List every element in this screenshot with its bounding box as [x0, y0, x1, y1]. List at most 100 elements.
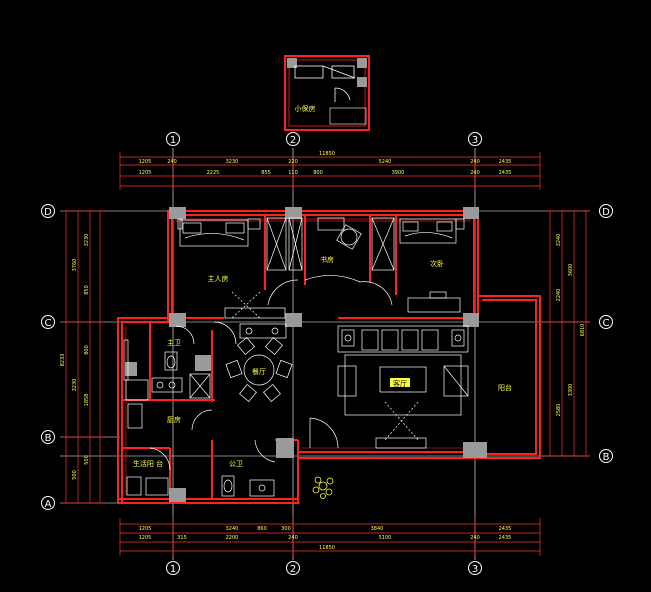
dim-bottom-r2-7: 2435: [499, 535, 512, 541]
dim-bottom-r1-2: 3240: [226, 526, 239, 532]
grid-bubble-left-a: A: [41, 496, 55, 510]
walls: [117, 210, 541, 504]
grid-bubbles-left: D C B A: [41, 204, 55, 510]
dim-left-7: 500: [84, 455, 90, 465]
grid-label-bottom-3: 3: [472, 564, 478, 575]
grid-label-bottom-2: 2: [290, 564, 296, 575]
grid-bubble-top-3: 3: [468, 132, 482, 146]
dim-top-r2-8: 2435: [499, 170, 512, 176]
room-label-master-bath: 主卫: [167, 338, 181, 347]
dim-top-r2-7: 240: [470, 170, 480, 176]
master-bath: 主卫: [123, 325, 195, 393]
grid-bubble-bottom-3: 3: [468, 561, 482, 575]
dim-left-6: 1858: [84, 394, 90, 407]
dim-top-r1-4: 220: [288, 159, 298, 165]
grid-label-bottom-1: 1: [170, 564, 176, 575]
dim-bottom-r2-3: 2200: [226, 535, 239, 541]
dim-top-r1-1: 1205: [139, 159, 152, 165]
grid-bubble-right-b: B: [599, 449, 613, 463]
room-label-balcony: 阳台: [498, 383, 512, 392]
public-bath: 公卫: [221, 417, 339, 497]
grid-bubble-left-b: B: [41, 430, 55, 444]
dim-right-outer: 6810: [580, 324, 586, 337]
dining-room: 餐厅: [213, 321, 293, 402]
master-bedroom: 主人房: [177, 217, 303, 319]
room-label-maid: 小保房: [295, 104, 316, 113]
maid-room: 小保房: [284, 55, 370, 131]
study-room: 书房: [304, 217, 393, 306]
dim-bottom-total: 11850: [319, 545, 335, 551]
grid-bubble-top-1: 1: [166, 132, 180, 146]
dim-top-r2-5: 800: [313, 170, 323, 176]
dimension-lines-bottom: [119, 518, 541, 556]
dim-bottom-r1-4: 300: [281, 526, 291, 532]
dim-right-5: 2580: [556, 404, 562, 417]
room-label-study: 书房: [320, 255, 334, 264]
dim-top-r2-3: 855: [261, 170, 271, 176]
dining-table: [243, 354, 275, 386]
dim-left-8: 500: [72, 470, 78, 480]
dim-top-total: 11850: [319, 151, 335, 157]
grid-label-left-a: A: [45, 499, 52, 510]
structural-columns: [125, 207, 487, 502]
dim-top-r1-2: 240: [167, 159, 177, 165]
grid-label-left-d: D: [44, 207, 52, 218]
dim-bottom-r2-1: 1205: [139, 535, 152, 541]
dim-top-r2-1: 1205: [139, 170, 152, 176]
dim-bottom-r2-2: 315: [177, 535, 187, 541]
dim-left-3: 850: [84, 285, 90, 295]
dimension-lines-left: [62, 210, 105, 504]
grid-bubbles-top: 1 2 3: [166, 132, 482, 146]
grid-bubble-left-c: C: [41, 315, 55, 329]
second-bedroom: 次卧: [371, 217, 465, 313]
grid-label-left-b: B: [45, 433, 52, 444]
grid-bubble-left-d: D: [41, 204, 55, 218]
dim-left-4: 3230: [72, 379, 78, 392]
dim-top-r2-4: 110: [288, 170, 298, 176]
coffee-table: [379, 366, 427, 393]
dim-left-2: 3230: [84, 234, 90, 247]
grid-label-left-c: C: [45, 318, 52, 329]
dimension-texts: 11850 1205 240 3230 220 5240 240 2435 12…: [60, 151, 586, 551]
room-label-master-bedroom: 主人房: [208, 274, 229, 283]
dim-top-r1-7: 2435: [499, 159, 512, 165]
dim-left-1: 3760: [72, 259, 78, 272]
balcony: 阳台: [498, 383, 512, 392]
room-label-living: 客厅: [393, 379, 407, 388]
grid-bubble-right-d: D: [599, 204, 613, 218]
room-label-second-bedroom: 次卧: [430, 259, 444, 268]
bed-master: [179, 219, 249, 247]
dim-top-r2-2: 2225: [207, 170, 220, 176]
service-balcony: 生活阳 台: [126, 447, 171, 496]
dim-top-r2-6: 3900: [392, 170, 405, 176]
kitchen: 厨房: [125, 373, 213, 431]
grid-bubble-right-c: C: [599, 315, 613, 329]
grid-bubbles-right: D C B: [599, 204, 613, 463]
grid-bubbles-bottom: 1 2 3: [166, 561, 482, 575]
grid-label-right-b: B: [603, 452, 610, 463]
dim-top-r1-3: 3230: [226, 159, 239, 165]
grid-label-top-2: 2: [290, 135, 296, 146]
dim-bottom-r2-4: 240: [288, 535, 298, 541]
dim-bottom-r2-5: 5100: [379, 535, 392, 541]
dim-right-2: 3240: [556, 234, 562, 247]
dim-left-outer: 8233: [60, 354, 66, 367]
dim-right-1: 3600: [568, 264, 574, 277]
grid-label-right-c: C: [603, 318, 610, 329]
grid-label-top-3: 3: [472, 135, 478, 146]
room-label-dining: 餐厅: [252, 367, 266, 376]
grid-label-top-1: 1: [170, 135, 176, 146]
grid-bubble-bottom-2: 2: [286, 561, 300, 575]
grid-label-right-d: D: [602, 207, 610, 218]
living-room: 客厅: [337, 325, 469, 449]
room-label-kitchen: 厨房: [167, 415, 181, 424]
dim-bottom-r1-1: 1205: [139, 526, 152, 532]
dim-top-r1-6: 240: [470, 159, 480, 165]
dim-left-5: 800: [84, 345, 90, 355]
dim-bottom-r2-6: 240: [470, 535, 480, 541]
dimension-lines-right: [545, 210, 590, 457]
dim-bottom-r1-6: 2435: [499, 526, 512, 532]
dim-top-r1-5: 5240: [379, 159, 392, 165]
dimension-lines-top: [119, 152, 541, 190]
bed-second: [399, 218, 457, 244]
